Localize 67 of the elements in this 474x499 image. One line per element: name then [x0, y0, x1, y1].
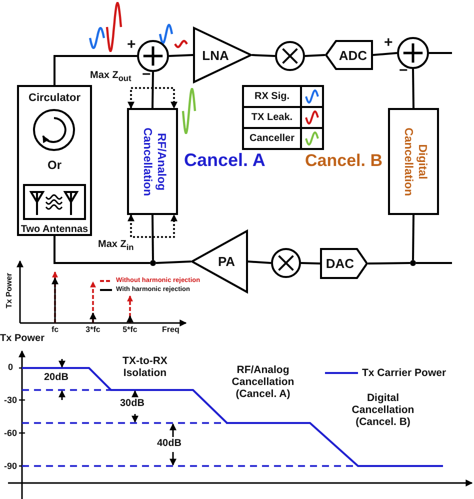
- text-label: 5*fc: [122, 325, 138, 334]
- summing-junction: [397, 37, 429, 69]
- connector-line: [368, 262, 410, 264]
- cancellation-box: [127, 108, 178, 215]
- text-label: 3*fc: [84, 325, 102, 334]
- text-label: Tx Power: [0, 333, 44, 344]
- connector-line: [54, 236, 150, 264]
- junction-dot: [410, 260, 416, 266]
- text-label: +: [127, 36, 136, 54]
- text-label: Max Z$_{in}$: [98, 239, 134, 253]
- converter-block: [320, 248, 368, 279]
- connector-line: [128, 214, 178, 238]
- mixer-symbol: [271, 248, 301, 278]
- connector-line: [372, 52, 398, 56]
- text-label: Freq: [162, 325, 180, 334]
- node-label: Or: [46, 159, 62, 172]
- legend-label: Canceller: [248, 132, 296, 146]
- text-label: -60: [4, 428, 18, 438]
- connector-line: [248, 260, 272, 264]
- converter-block: [325, 40, 373, 70]
- connector-line: [168, 54, 194, 57]
- text-label: TX-to-RX Isolation: [122, 355, 168, 380]
- text-label: 20dB: [44, 372, 68, 384]
- legend-label: TX Leak.: [250, 111, 294, 125]
- text-label: fc: [50, 325, 60, 334]
- text-label: Cancel. B: [305, 151, 382, 171]
- text-label: 0: [8, 362, 14, 372]
- connector-line: [128, 87, 178, 109]
- text-label: 40dB: [157, 438, 182, 450]
- text-label: 30dB: [120, 398, 144, 410]
- duplexer-box: [17, 85, 92, 236]
- text-label: −: [142, 66, 151, 84]
- connector-line: [152, 214, 154, 260]
- node-label: Circulator: [28, 92, 82, 104]
- text-label: -30: [4, 395, 18, 406]
- connector-line: [156, 260, 192, 264]
- legend-label: Tx Carrier Power: [362, 367, 446, 380]
- node-label: RF/Analog Cancellation: [140, 126, 166, 198]
- node-label: DAC: [326, 256, 354, 271]
- text-label: RF/Analog Cancellation (Cancel. A): [230, 364, 296, 400]
- text-label: Digital Cancellation (Cancel. B): [350, 392, 416, 428]
- text-label: Cancel. A: [184, 150, 266, 171]
- connector-line: [152, 72, 154, 108]
- connector-line: [252, 54, 276, 57]
- connector-line: [429, 52, 452, 54]
- node-label: Digital Cancellation: [400, 126, 428, 198]
- cancellation-box: [388, 108, 439, 215]
- connector-line: [412, 68, 414, 108]
- connector-line: [300, 262, 320, 264]
- junction-dot: [150, 260, 156, 266]
- connector-line: [54, 55, 137, 85]
- node-label: Two Antennas: [20, 224, 90, 235]
- node-label: LNA: [202, 48, 229, 62]
- mixer-symbol: [275, 41, 305, 71]
- text-label: −: [399, 62, 408, 80]
- node-label: ADC: [338, 48, 368, 62]
- amplifier-triangle: [193, 27, 252, 83]
- connector-line: [304, 54, 326, 57]
- summing-junction: [137, 40, 169, 72]
- text-label: Tx Power: [4, 272, 14, 310]
- legend-label: RX Sig.: [253, 90, 290, 104]
- text-label: +: [384, 34, 393, 52]
- text-label: Max Z$_{out}$: [90, 70, 132, 84]
- node-label: PA: [218, 254, 236, 269]
- text-label: -90: [4, 461, 18, 472]
- connector-line: [416, 262, 452, 264]
- connector-line: [412, 214, 414, 260]
